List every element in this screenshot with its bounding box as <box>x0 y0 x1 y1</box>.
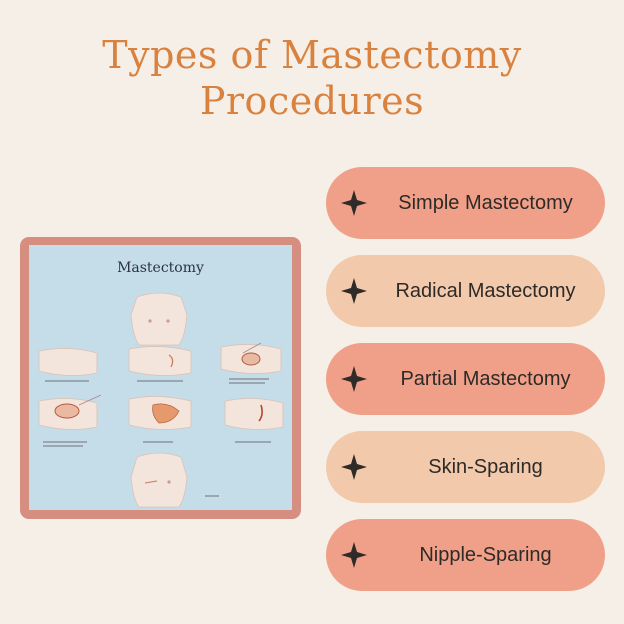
procedure-item-simple: Simple Mastectomy <box>326 167 605 239</box>
procedure-label: Radical Mastectomy <box>395 279 576 302</box>
illustration-frame: Mastectomy <box>20 237 301 519</box>
procedure-item-nipple-sparing: Nipple-Sparing <box>326 519 605 591</box>
captions-row-2 <box>43 441 271 447</box>
figure-row-2 <box>38 394 284 430</box>
mastectomy-illustration: Mastectomy <box>29 245 292 510</box>
four-point-star-icon <box>341 366 367 392</box>
torso-figure-top <box>130 292 188 346</box>
procedure-item-partial: Partial Mastectomy <box>326 343 605 415</box>
procedure-label: Partial Mastectomy <box>400 367 571 390</box>
procedure-item-skin-sparing: Skin-Sparing <box>326 431 605 503</box>
four-point-star-icon <box>341 542 367 568</box>
procedure-item-radical: Radical Mastectomy <box>326 255 605 327</box>
figure-row-1 <box>38 342 282 376</box>
four-point-star-icon <box>341 278 367 304</box>
illustration-drawing <box>38 292 284 508</box>
torso-figure-bottom <box>130 452 188 508</box>
page-title-line-1: Types of Mastectomy <box>102 33 522 77</box>
procedure-label: Simple Mastectomy <box>398 191 573 214</box>
procedure-label: Nipple-Sparing <box>419 543 552 566</box>
four-point-star-icon <box>341 190 367 216</box>
procedure-label: Skin-Sparing <box>428 455 543 478</box>
four-point-star-icon <box>341 454 367 480</box>
page-title: Types of Mastectomy Procedures <box>0 32 624 124</box>
captions-row-1 <box>45 378 269 384</box>
illustration-heading: Mastectomy <box>117 260 204 276</box>
page-title-line-2: Procedures <box>199 79 425 123</box>
